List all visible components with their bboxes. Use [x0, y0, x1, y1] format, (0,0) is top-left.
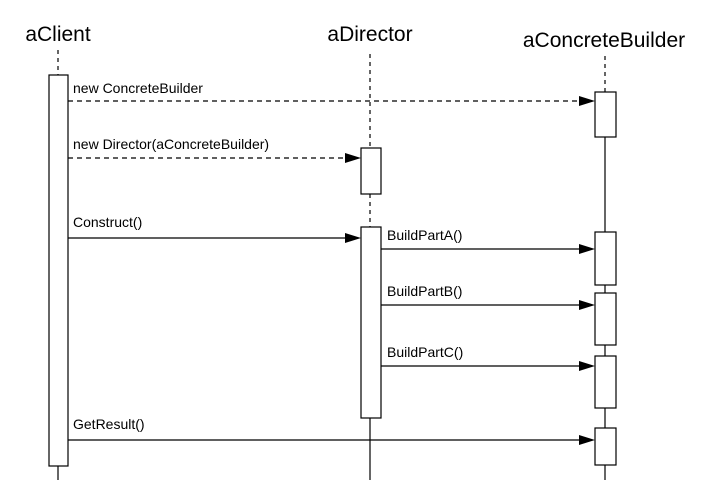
message-construct: Construct(): [68, 214, 361, 243]
message-label: Construct(): [73, 214, 142, 230]
message-label: new ConcreteBuilder: [73, 80, 203, 96]
activation-builder-create: [594, 91, 617, 138]
message-label: BuildPartA(): [387, 227, 462, 243]
message-label: BuildPartB(): [387, 283, 462, 299]
activation-builder-part-a: [594, 231, 617, 286]
message-new-director: new Director(aConcreteBuilder): [68, 136, 361, 163]
lifeline-title-director: aDirector: [327, 23, 412, 46]
message-build-part-b: BuildPartB(): [381, 283, 595, 310]
message-label: BuildPartC(): [387, 344, 463, 360]
message-new-concrete-builder: new ConcreteBuilder: [68, 80, 595, 106]
message-label: GetResult(): [73, 416, 145, 432]
lifeline-title-builder: aConcreteBuilder: [523, 29, 685, 52]
activation-builder-part-b: [594, 292, 617, 346]
activation-director-init: [360, 147, 382, 195]
message-build-part-c: BuildPartC(): [381, 344, 595, 371]
message-get-result: GetResult(): [68, 416, 595, 445]
activation-director-construct: [360, 226, 382, 419]
message-label: new Director(aConcreteBuilder): [73, 136, 269, 152]
lifeline-title-client: aClient: [25, 23, 91, 46]
activation-builder-part-c: [594, 355, 617, 409]
message-build-part-a: BuildPartA(): [381, 227, 595, 254]
activation-client: [48, 74, 69, 467]
activation-builder-get-result: [594, 427, 617, 466]
